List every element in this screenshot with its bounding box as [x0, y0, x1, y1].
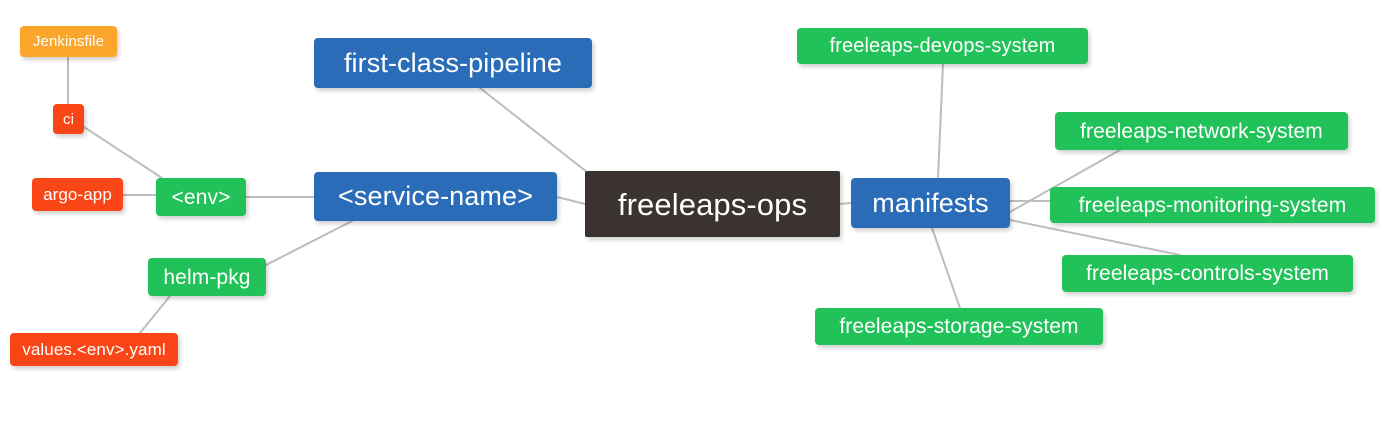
- node-helm-pkg[interactable]: helm-pkg: [148, 258, 266, 296]
- node-label-first-class-pipeline: first-class-pipeline: [343, 47, 563, 78]
- edge-manifests-to-storage-system: [931, 227, 961, 309]
- edge-root-to-first-class-pipeline: [479, 87, 593, 177]
- node-jenkinsfile[interactable]: Jenkinsfile: [20, 26, 117, 57]
- node-label-ci: ci: [62, 110, 75, 128]
- node-label-root: freeleaps-ops: [617, 186, 808, 222]
- node-env[interactable]: <env>: [156, 178, 246, 216]
- node-argo-app[interactable]: argo-app: [32, 178, 123, 211]
- edge-manifests-to-controls-system: [1009, 219, 1181, 256]
- node-label-values-yaml: values.<env>.yaml: [22, 340, 166, 359]
- edge-manifests-to-devops-system: [937, 63, 944, 179]
- node-label-controls-system: freeleaps-controls-system: [1086, 262, 1329, 285]
- node-label-jenkinsfile: Jenkinsfile: [32, 33, 105, 50]
- node-monitoring-system[interactable]: freeleaps-monitoring-system: [1050, 187, 1375, 223]
- node-controls-system[interactable]: freeleaps-controls-system: [1062, 255, 1353, 292]
- node-label-devops-system: freeleaps-devops-system: [829, 35, 1056, 57]
- edge-env-to-ci: [83, 126, 163, 179]
- node-first-class-pipeline[interactable]: first-class-pipeline: [314, 38, 592, 88]
- node-ci[interactable]: ci: [53, 104, 84, 134]
- edge-helm-pkg-to-values-yaml: [139, 295, 171, 334]
- node-values-yaml[interactable]: values.<env>.yaml: [10, 333, 178, 366]
- node-label-storage-system: freeleaps-storage-system: [839, 315, 1079, 338]
- node-network-system[interactable]: freeleaps-network-system: [1055, 112, 1348, 150]
- node-root[interactable]: freeleaps-ops: [585, 171, 840, 237]
- node-label-monitoring-system: freeleaps-monitoring-system: [1078, 193, 1347, 217]
- node-label-manifests: manifests: [872, 187, 989, 218]
- node-label-helm-pkg: helm-pkg: [163, 265, 251, 289]
- node-label-env: <env>: [171, 185, 231, 209]
- node-devops-system[interactable]: freeleaps-devops-system: [797, 28, 1088, 64]
- node-label-network-system: freeleaps-network-system: [1080, 119, 1323, 143]
- edge-root-to-service-name: [556, 196, 586, 205]
- node-service-name[interactable]: <service-name>: [314, 172, 557, 221]
- node-storage-system[interactable]: freeleaps-storage-system: [815, 308, 1103, 345]
- edge-service-name-to-helm-pkg: [265, 220, 353, 266]
- node-label-argo-app: argo-app: [43, 185, 112, 204]
- edge-root-to-manifests: [839, 202, 852, 205]
- node-manifests[interactable]: manifests: [851, 178, 1010, 228]
- node-label-service-name: <service-name>: [338, 181, 533, 211]
